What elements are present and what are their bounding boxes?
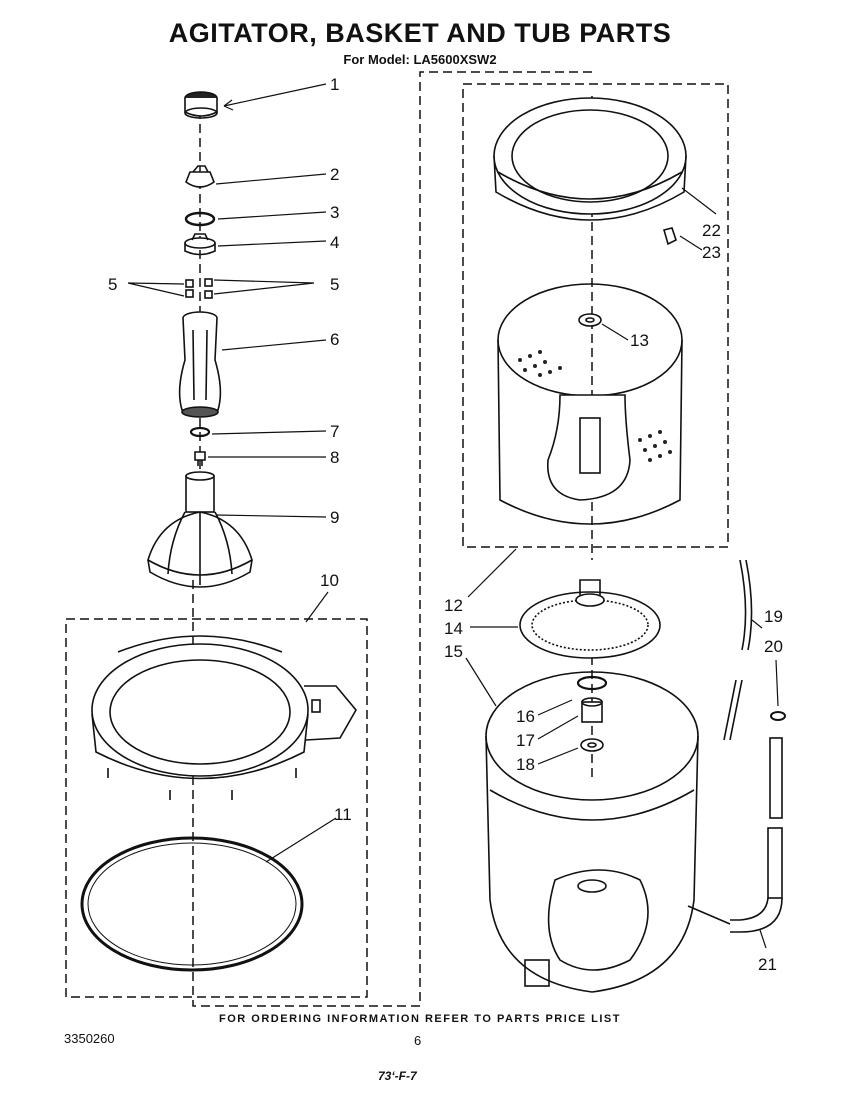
part-7-seal bbox=[189, 426, 211, 438]
model-subtitle: For Model: LA5600XSW2 bbox=[343, 52, 497, 67]
page-title: AGITATOR, BASKET AND TUB PARTS bbox=[168, 18, 672, 48]
callout-18: 18 bbox=[516, 755, 535, 774]
document-number: 3350260 bbox=[64, 1031, 115, 1046]
part-21-drain-hose bbox=[687, 737, 783, 933]
callout-9: 9 bbox=[330, 508, 339, 527]
callout-4: 4 bbox=[330, 233, 339, 252]
part-5-dogs bbox=[185, 278, 213, 299]
part-9-agitator-base bbox=[147, 471, 253, 588]
callout-23: 23 bbox=[702, 243, 721, 262]
ordering-note: FOR ORDERING INFORMATION REFER TO PARTS … bbox=[219, 1013, 621, 1025]
part-20-clamp bbox=[770, 711, 786, 721]
page-number: 6 bbox=[414, 1033, 422, 1048]
part-17-bearing bbox=[581, 697, 603, 723]
callout-17: 17 bbox=[516, 731, 535, 750]
callout-6: 6 bbox=[330, 330, 339, 349]
part-13-nut bbox=[578, 313, 602, 327]
callout-3: 3 bbox=[330, 203, 339, 222]
callout-16: 16 bbox=[516, 707, 535, 726]
part-1-cap bbox=[184, 91, 218, 119]
part-23-clip bbox=[663, 227, 677, 246]
basket bbox=[497, 283, 683, 525]
handwritten-code: 73‘-F-7 bbox=[378, 1069, 417, 1083]
part-11-gasket bbox=[80, 836, 304, 972]
callout-21: 21 bbox=[758, 955, 777, 974]
tub-ring-group-box bbox=[65, 618, 368, 998]
part-2-cam bbox=[185, 165, 215, 188]
callout-1: 1 bbox=[330, 75, 339, 94]
part-8-bolt bbox=[194, 451, 206, 466]
callout-11: 11 bbox=[334, 805, 352, 824]
callout-13: 13 bbox=[630, 331, 649, 350]
callout-labels: 1 2 3 4 5 5 6 7 8 9 10 11 12 13 14 15 16… bbox=[108, 75, 783, 974]
part-15-tub bbox=[485, 671, 699, 993]
callout-22: 22 bbox=[702, 221, 721, 240]
part-22-balance-ring bbox=[493, 97, 687, 221]
part-3-ring bbox=[184, 211, 216, 227]
leader-lines bbox=[127, 83, 779, 949]
callout-10: 10 bbox=[320, 571, 339, 590]
callout-20: 20 bbox=[764, 637, 783, 656]
part-14-drive-hub bbox=[519, 579, 661, 659]
part-10-tub-ring bbox=[91, 635, 357, 800]
callout-8: 8 bbox=[330, 448, 339, 467]
part-6-agitator-barrel bbox=[178, 311, 222, 418]
part-16-spring bbox=[576, 675, 608, 691]
part-4-dog bbox=[184, 233, 216, 256]
callout-19: 19 bbox=[764, 607, 783, 626]
callout-5-left: 5 bbox=[108, 275, 117, 294]
callout-14: 14 bbox=[444, 619, 463, 638]
callout-7: 7 bbox=[330, 422, 339, 441]
part-18-seal bbox=[580, 738, 604, 752]
callout-2: 2 bbox=[330, 165, 339, 184]
callout-12: 12 bbox=[444, 596, 463, 615]
shaft-path-line bbox=[192, 71, 592, 1007]
callout-5-right: 5 bbox=[330, 275, 339, 294]
part-19-hose bbox=[723, 559, 753, 741]
callout-15: 15 bbox=[444, 642, 463, 661]
basket-group-box bbox=[462, 83, 729, 548]
